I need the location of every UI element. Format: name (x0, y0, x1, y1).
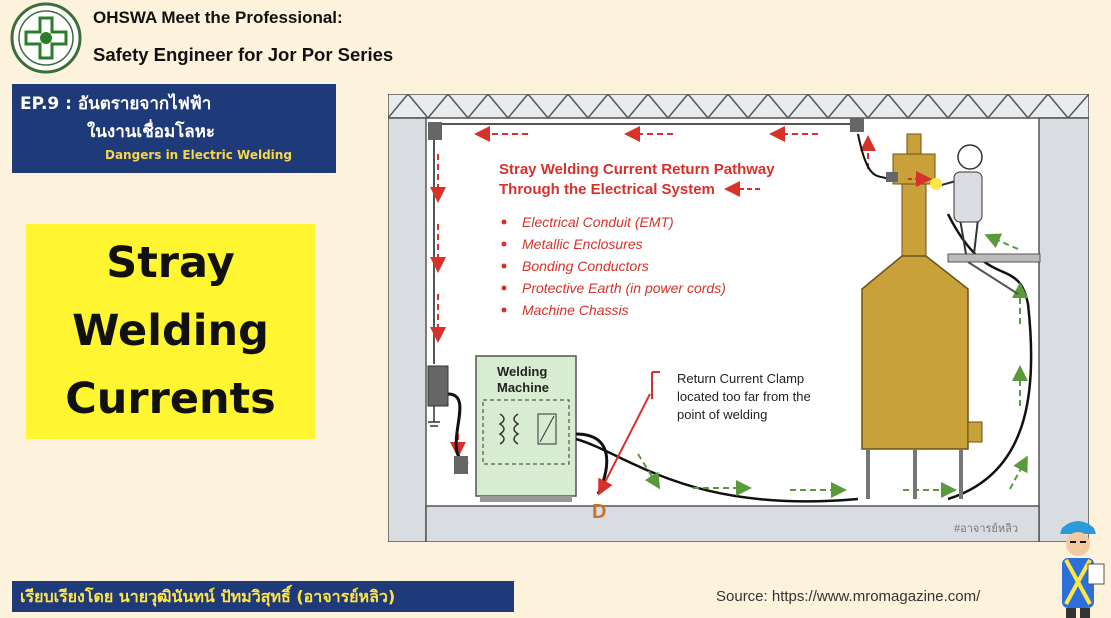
floor (425, 505, 1040, 542)
wall-outlet (427, 365, 449, 407)
right-wall (1038, 117, 1089, 542)
welding-machine (475, 355, 577, 502)
clamp-letter: D (592, 501, 606, 523)
topic-box: Stray Welding Currents (26, 224, 315, 439)
episode-title: EP.9 : อันตรายจากไฟฟ้า (20, 94, 212, 114)
topic-word-3: Currents (65, 374, 276, 424)
bullet-item: Machine Chassis (522, 302, 629, 318)
hashtag: #อาจารย์หลิว (954, 522, 1018, 535)
clamp-note: Return Current Clamp (677, 371, 804, 386)
source-link[interactable]: Source: https://www.mromagazine.com/ (716, 588, 981, 605)
episode-box: EP.9 : อันตรายจากไฟฟ้า ในงานเชื่อมโลหะ D… (12, 84, 336, 173)
pathway-title: Stray Welding Current Return Pathway (499, 161, 775, 178)
pathway-title-line2: Through the Electrical System (499, 181, 715, 198)
ohswa-logo-icon (10, 2, 82, 74)
bullet-item: Metallic Enclosures (522, 236, 643, 252)
bullet-item: Electrical Conduit (EMT) (522, 214, 674, 230)
machine-label-line2: Machine (497, 380, 549, 395)
header-title: OHSWA Meet the Professional: (93, 8, 343, 27)
topic-word-1: Stray (106, 238, 235, 288)
bullet-item: Protective Earth (in power cords) (522, 280, 726, 296)
clamp-note-line2: located too far from the (677, 389, 811, 404)
steel-tank (861, 133, 983, 499)
roof-truss (388, 94, 1089, 120)
safety-worker-icon (1060, 521, 1105, 618)
clamp-note-line3: point of welding (677, 407, 767, 422)
welding-diagram: Stray Welding Current Return Pathway Thr… (388, 94, 1089, 542)
author-credit: เรียบเรียงโดย นายวุฒินันทน์ ปัทมวิสุทธิ์… (12, 581, 514, 612)
episode-english-title: Dangers in Electric Welding (105, 148, 292, 162)
machine-label: Welding (497, 364, 547, 379)
bullet-item: Bonding Conductors (522, 258, 649, 274)
header-subtitle: Safety Engineer for Jor Por Series (93, 44, 394, 65)
episode-title-line2: ในงานเชื่อมโลหะ (87, 122, 216, 142)
topic-word-2: Welding (72, 306, 269, 356)
welder-platform (930, 144, 1041, 295)
left-wall (388, 117, 427, 542)
